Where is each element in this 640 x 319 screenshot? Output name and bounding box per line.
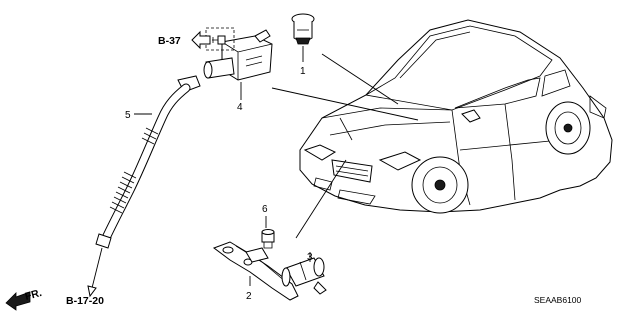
callout-4: 4 bbox=[237, 102, 243, 113]
callout-6: 6 bbox=[262, 204, 268, 215]
callouts: 1 2 3 4 5 6 bbox=[125, 66, 313, 302]
callout-3: 3 bbox=[307, 252, 313, 263]
part-5-hose bbox=[95, 75, 201, 249]
callout-2: 2 bbox=[246, 291, 252, 302]
front-direction-indicator: FR. bbox=[5, 287, 44, 311]
callout-5: 5 bbox=[125, 110, 131, 121]
part-1-clip bbox=[291, 13, 315, 45]
b37-reference: B-37 bbox=[158, 27, 235, 51]
b1720-label: B-17-20 bbox=[66, 295, 104, 307]
b37-label: B-37 bbox=[158, 35, 181, 47]
part-4-sensor bbox=[203, 29, 273, 81]
callout-1: 1 bbox=[300, 66, 306, 77]
part-6-connector bbox=[261, 229, 275, 249]
car-illustration bbox=[299, 19, 613, 214]
diagram-code: SEAAB6100 bbox=[534, 295, 582, 305]
fr-label: FR. bbox=[24, 287, 44, 303]
part-2-bracket bbox=[212, 241, 299, 301]
b1720-reference: B-17-20 bbox=[66, 247, 104, 307]
leader-lines bbox=[134, 46, 419, 286]
part-3-sensor bbox=[281, 257, 327, 295]
bolt bbox=[212, 35, 226, 45]
